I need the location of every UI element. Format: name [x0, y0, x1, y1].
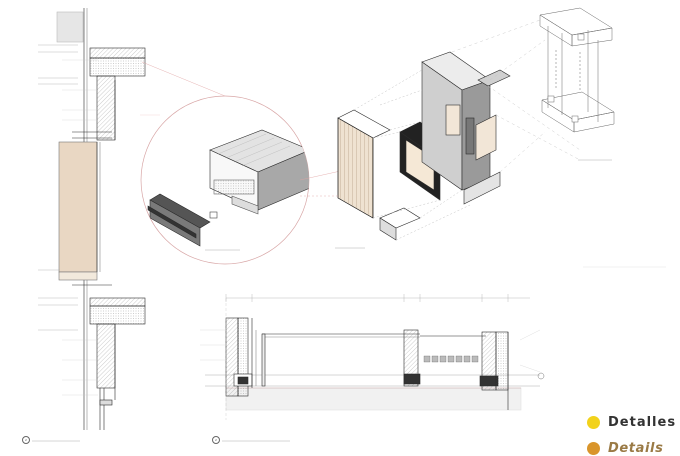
orange-dot-icon [587, 442, 600, 455]
exploded-axonometric [337, 51, 511, 241]
wireframe-frame-drawing [539, 7, 615, 133]
yellow-dot-icon [587, 416, 600, 429]
badge-details-label: Details [608, 441, 664, 456]
badge-details[interactable]: Details [587, 441, 663, 456]
plan-section-drawing [205, 298, 540, 420]
section-number-circle: 2 [22, 436, 30, 444]
plan-leader-lines [200, 329, 541, 373]
plan-dimension-lines [225, 294, 530, 302]
badge-detalles[interactable]: Detalles [587, 415, 676, 430]
badge-detalles-label: Detalles [608, 415, 677, 430]
section-leader-lines [62, 59, 160, 396]
plan-grating [423, 355, 479, 363]
plan-end-marker [537, 372, 545, 380]
plan-number-circle: 2 [212, 436, 220, 444]
wall-section-drawing [56, 8, 146, 430]
callout-leader [141, 61, 226, 97]
explode-guide-lines [300, 69, 471, 241]
axonometric-dashed-links [451, 19, 581, 173]
section-number: 2 [25, 438, 27, 442]
callout-detail-drawing [147, 129, 309, 247]
section-annotation-ticks [38, 44, 78, 331]
circle-connector [299, 169, 346, 181]
drawing-title-lines [32, 159, 612, 442]
plan-number: 2 [215, 438, 217, 442]
